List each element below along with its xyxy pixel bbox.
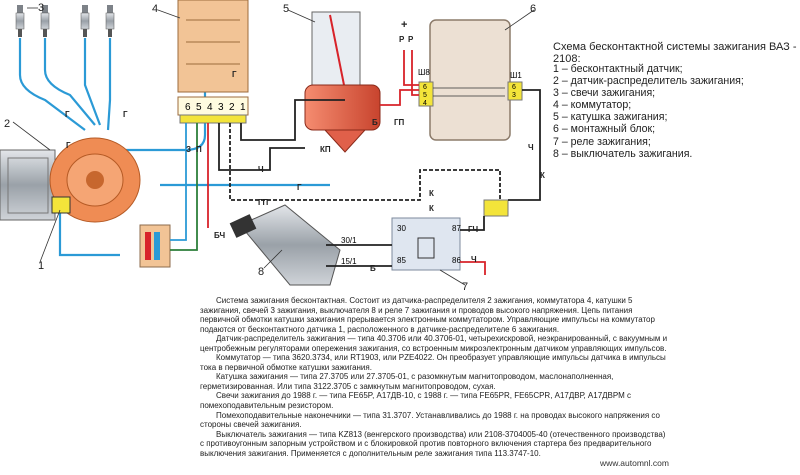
ignition-wiring-diagram: 6 5 4 3 2 1 Ш8 Ш1 6 5 4 6 3 30 87 85 86	[0, 0, 545, 293]
wire-label-k: К	[540, 171, 545, 180]
description-paragraph: Коммутатор — типа 3620.3734, или RT1903,…	[200, 353, 666, 372]
wire-label-ch: Ч	[528, 143, 534, 152]
wire-label-gp: ГП	[258, 198, 269, 207]
callout-7: 7	[462, 281, 468, 293]
sh8-label: Ш8	[418, 68, 430, 77]
commutator-pin: 2	[229, 102, 235, 113]
spark-plug	[15, 5, 25, 37]
wire-label-r: Р	[408, 35, 414, 44]
description: Система зажигания бесконтактная. Состоит…	[200, 296, 670, 458]
switch-pin: 15/1	[341, 257, 357, 266]
callout-5: 5	[283, 3, 289, 15]
wire-label-k: К	[429, 189, 434, 198]
spark-plug	[80, 5, 90, 37]
high-voltage-wires	[18, 38, 330, 257]
wire-label-kp: КП	[320, 145, 331, 154]
ignition-coil	[304, 11, 381, 153]
wire-label-g: Г	[123, 110, 128, 119]
wire-label-k: К	[429, 204, 434, 213]
sh8-pin: 5	[423, 92, 427, 99]
sh1-pin: 3	[512, 92, 516, 99]
callout-2: 2	[4, 118, 10, 130]
spark-plugs	[15, 5, 115, 37]
callouts: 1 2 3 4 5 6 7 8	[4, 2, 536, 293]
legend-item: 6 – монтажный блок;	[553, 123, 656, 136]
description-paragraph: Помехоподавительные наконечники — типа 3…	[200, 410, 660, 430]
description-paragraph: Датчик-распределитель зажигания — типа 4…	[200, 334, 668, 353]
wire-label-p: П	[196, 145, 202, 154]
commutator-pin: 5	[196, 102, 202, 113]
ignition-switch: 30/1 15/1	[229, 204, 357, 286]
low-voltage-wires	[170, 50, 541, 275]
wire-label-gp: ГП	[394, 118, 405, 127]
callout-leaders	[12, 7, 535, 286]
mounting-block: Ш8 Ш1 6 5 4 6 3	[418, 19, 523, 141]
spark-plug	[40, 5, 50, 37]
commutator-pin: 6	[185, 102, 191, 113]
commutator-pin: 3	[218, 102, 224, 113]
callout-4: 4	[152, 3, 158, 15]
relay-pin: 87	[452, 224, 461, 233]
wire-label-g: Г	[297, 183, 302, 192]
description-paragraph: Система зажигания бесконтактная. Состоит…	[200, 296, 655, 334]
wire-label-b: Б	[370, 264, 376, 273]
legend: 1 – бесконтактный датчик; 2 – датчик-рас…	[553, 63, 744, 160]
wire-label-g: Г	[66, 141, 71, 150]
wire-labels: Г Г Г Г Г З П Ч КП ГП ГП Б Б К К К Ч БЧ …	[65, 19, 545, 273]
callout-8: 8	[258, 266, 264, 278]
legend-item: 1 – бесконтактный датчик;	[553, 63, 683, 75]
wire-label-z: З	[186, 145, 191, 154]
commutator-pin: 1	[240, 102, 246, 113]
diagram-title: Схема бесконтактной системы зажигания ВА…	[553, 41, 797, 65]
switch-pin: 30/1	[341, 236, 357, 245]
callout-6: 6	[530, 3, 536, 15]
relay-pin: 85	[397, 256, 406, 265]
website-url[interactable]: www.automnl.com	[600, 458, 669, 468]
callout-3: 3	[38, 2, 44, 14]
description-paragraph: Катушка зажигания — типа 27.3705 или 27.…	[200, 372, 614, 391]
wire-label-plus: +	[401, 19, 407, 31]
wire-label-gch: ГЧ	[468, 225, 479, 234]
legend-item: 4 – коммутатор;	[553, 99, 632, 112]
sh8-pin: 4	[423, 100, 427, 107]
sh1-pin: 6	[512, 84, 516, 91]
wire-label-ch: Ч	[471, 255, 477, 264]
wire-label-r: Р	[399, 35, 405, 44]
sensor-connector	[139, 224, 171, 268]
relay-pin: 86	[452, 256, 461, 265]
distributor	[0, 137, 141, 223]
wire-label-g: Г	[65, 110, 70, 119]
wire-label-g: Г	[232, 70, 237, 79]
legend-item: 3 – свечи зажигания;	[553, 87, 656, 100]
legend-item: 7 – реле зажигания;	[553, 135, 651, 148]
commutator: 6 5 4 3 2 1	[177, 0, 249, 124]
commutator-pin: 4	[207, 102, 213, 113]
legend-item: 5 – катушка зажигания;	[553, 111, 668, 124]
sh8-pin: 6	[423, 84, 427, 91]
legend-item: 8 – выключатель зажигания.	[553, 147, 693, 160]
relay-pin: 30	[397, 224, 406, 233]
wire-label-b: Б	[372, 118, 378, 127]
hall-sensor	[51, 196, 71, 214]
description-paragraph: Свечи зажигания до 1988 г. — типа FE65P,…	[200, 391, 632, 411]
ignition-relay: 30 87 85 86	[391, 199, 509, 271]
callout-1: 1	[38, 260, 44, 272]
legend-item: 2 – датчик-распределитель зажигания;	[553, 75, 744, 88]
wire-label-bch: БЧ	[214, 231, 225, 240]
spark-plug	[105, 5, 115, 37]
wire-label-ch: Ч	[258, 165, 264, 174]
description-paragraph: Выключатель зажигания — типа KZ813 (венг…	[200, 429, 666, 458]
sh1-label: Ш1	[510, 71, 522, 80]
